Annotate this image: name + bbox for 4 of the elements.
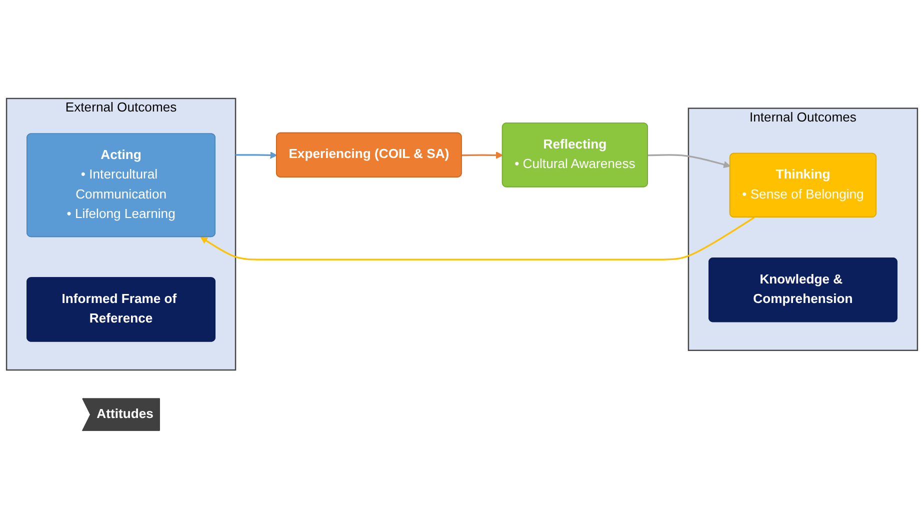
arrow <box>236 152 278 159</box>
arrow <box>200 216 755 260</box>
arrow <box>462 152 504 159</box>
arrow <box>648 154 731 168</box>
